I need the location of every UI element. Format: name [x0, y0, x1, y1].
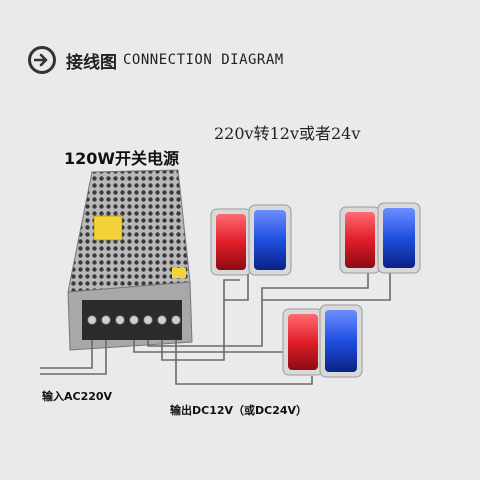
output-wire-left — [161, 279, 240, 361]
power-supply — [67, 169, 193, 351]
diagram-header: 接线图 CONNECTION DIAGRAM — [28, 46, 284, 74]
output-wire-bottom — [133, 340, 300, 373]
input-wire-1 — [40, 340, 93, 369]
light-pair-top-right — [339, 202, 421, 274]
terminal-block — [82, 300, 182, 340]
output-wire-left-2 — [224, 274, 249, 301]
output-wire-right-2 — [262, 270, 391, 301]
title-english: CONNECTION DIAGRAM — [123, 52, 284, 68]
arrow-right-circle-icon — [28, 46, 56, 74]
power-supply-label: 120W开关电源 — [64, 149, 180, 168]
warning-sticker — [93, 215, 123, 241]
title-chinese: 接线图 — [66, 52, 117, 73]
light-pair-top-left — [210, 204, 292, 276]
label-sticker — [172, 268, 186, 278]
input-wire-2 — [40, 340, 107, 375]
light-pair-bottom — [282, 304, 363, 378]
output-wire-right — [147, 270, 369, 347]
output-wire-return — [175, 340, 313, 385]
voltage-note: 220v转12v或者24v — [214, 124, 361, 143]
output-label: 输出DC12V（或DC24V） — [170, 404, 308, 417]
input-label: 输入AC220V — [42, 390, 113, 403]
